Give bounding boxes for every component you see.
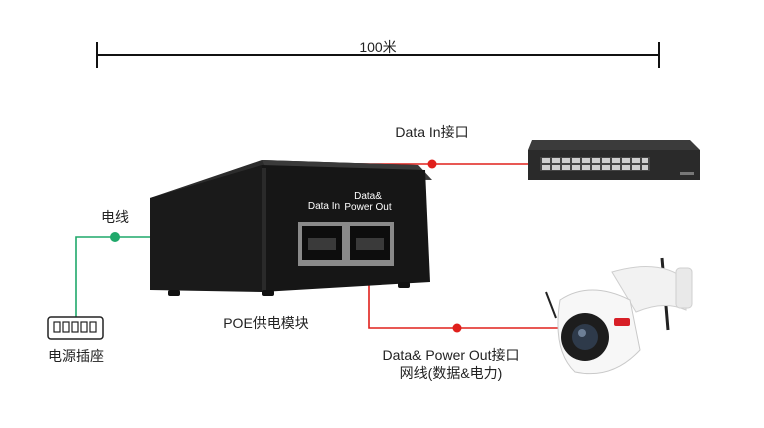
data-power-out-port xyxy=(346,222,394,266)
data-in-dot xyxy=(427,159,437,169)
port-out-label-line2: Power Out xyxy=(344,202,392,213)
port-in-label: Data In xyxy=(307,201,341,212)
power-cable-dot xyxy=(110,232,120,242)
port-out-label-line1: Data& xyxy=(354,191,382,202)
power-cable-label: 电线 xyxy=(101,209,129,225)
outlet-label: 电源插座 xyxy=(48,348,104,364)
poe-module xyxy=(150,160,432,296)
distance-label: 100米 xyxy=(359,39,397,55)
ip-camera xyxy=(545,257,693,375)
data-power-out-dot xyxy=(452,323,462,333)
data-power-out-label: Data& Power Out接口 xyxy=(382,347,520,363)
distance-scale xyxy=(96,42,660,68)
network-switch xyxy=(528,140,700,180)
data-in-label: Data In接口 xyxy=(395,124,469,140)
power-outlet-icon xyxy=(47,316,104,340)
power-cable xyxy=(75,236,152,318)
module-label: POE供电模块 xyxy=(223,315,309,331)
data-in-port xyxy=(298,222,346,266)
network-cable-label: 网线(数据&电力) xyxy=(399,365,503,381)
